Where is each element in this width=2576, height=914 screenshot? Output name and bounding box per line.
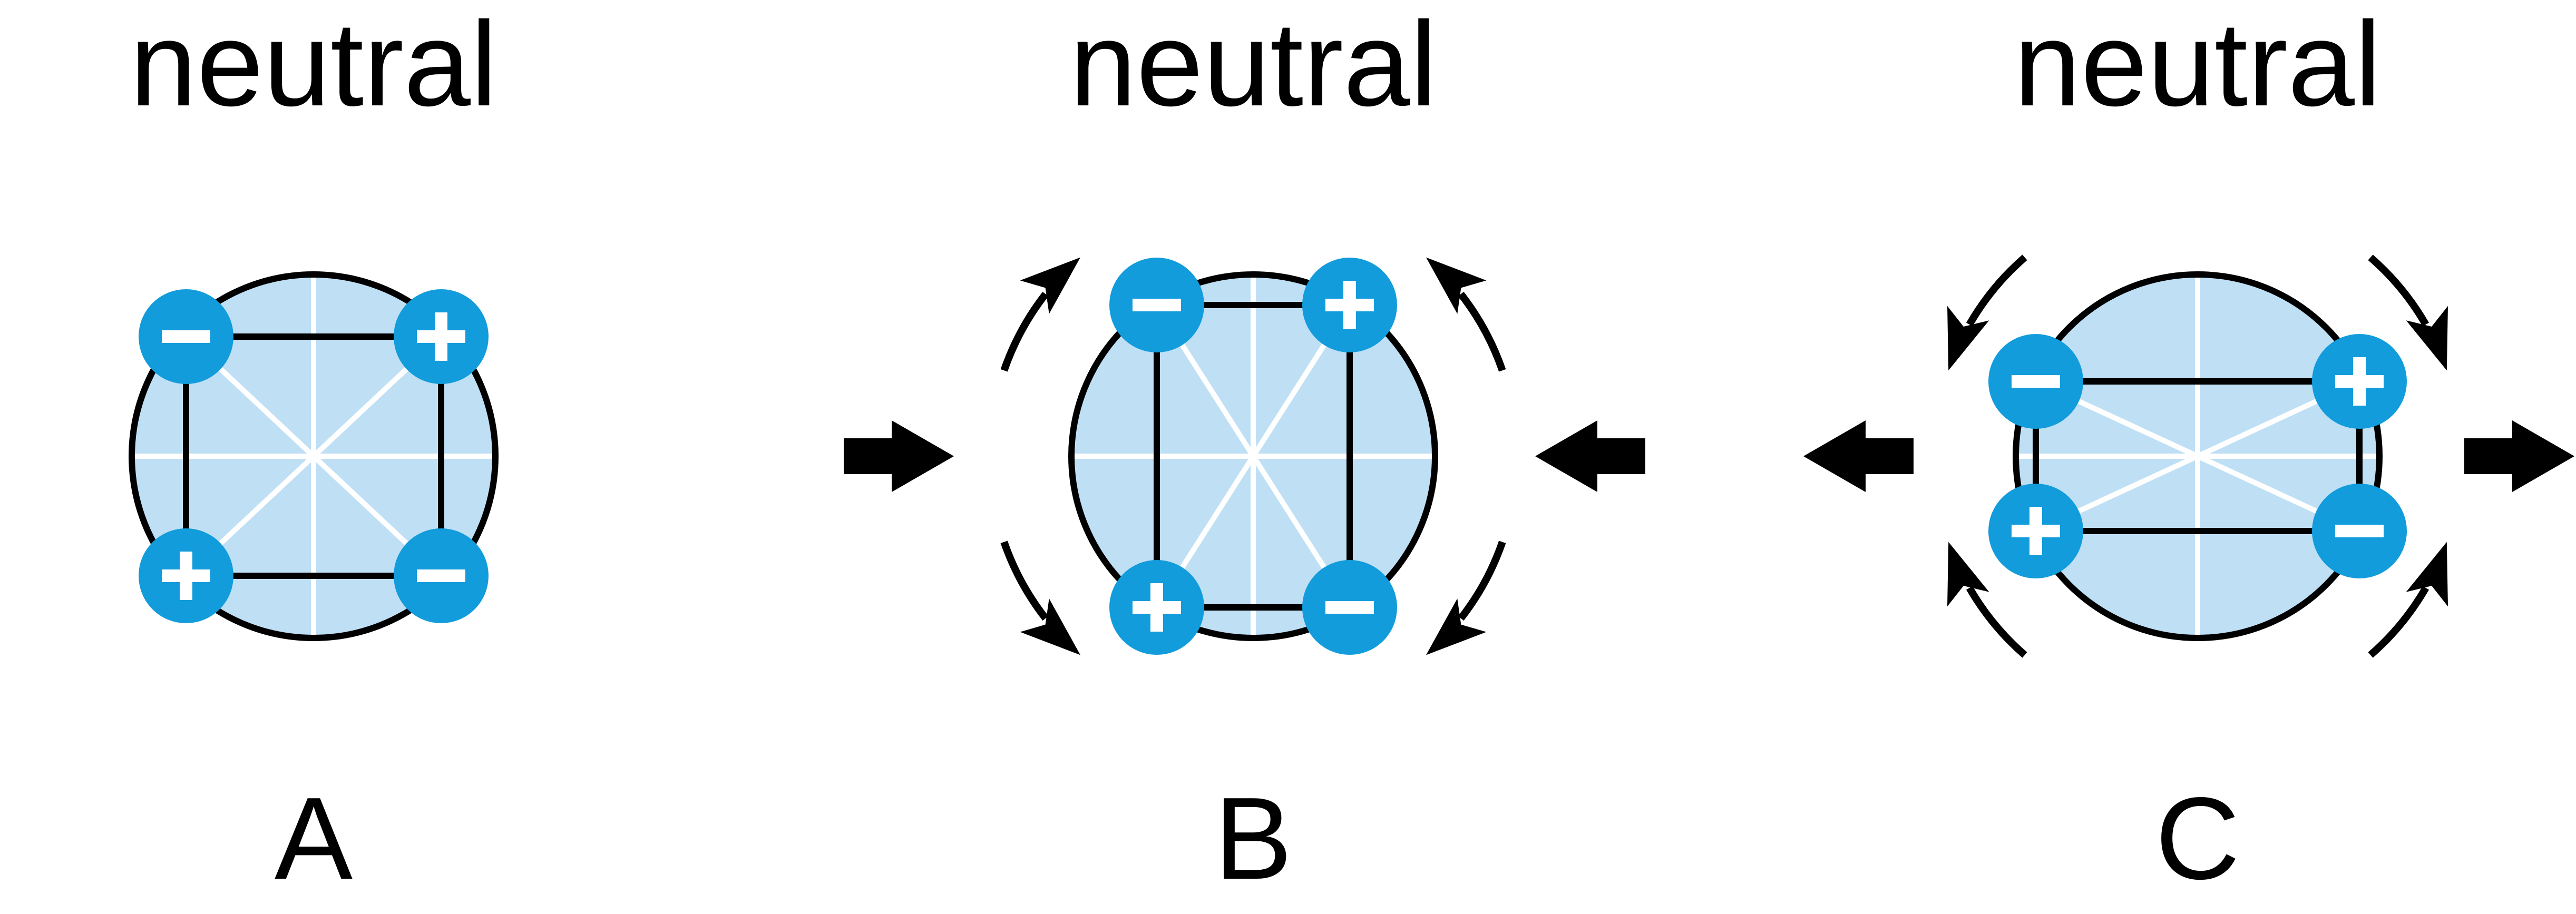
spoke-lines [1071, 274, 1435, 638]
charged-sphere-c [1988, 271, 2407, 641]
rotation-arrowhead [1426, 257, 1487, 314]
block-arrow-right-icon [2464, 420, 2574, 492]
rotation-arrowhead [1426, 598, 1487, 655]
plus-sign-icon [2029, 507, 2042, 555]
panel-c: neutral C [1803, 0, 2574, 904]
minus-sign-icon [1133, 299, 1181, 311]
rotation-arc [2368, 586, 2429, 658]
charge-bottom-left [1988, 484, 2083, 578]
rotation-arrow-top-left-icon [1000, 257, 1080, 372]
charge-top-left [1988, 334, 2083, 429]
panel-letter-c: C [2155, 773, 2240, 904]
spoke-diagonal [184, 335, 443, 578]
rotation-arc [1458, 291, 1506, 372]
charge-bottom-right [1302, 560, 1397, 655]
rotation-arrowhead [2406, 306, 2448, 371]
minus-sign-icon [2335, 525, 2384, 537]
charge-bond-frame [183, 333, 444, 579]
spoke-diagonal [1154, 303, 1352, 609]
plus-sign-icon [1150, 583, 1163, 632]
rotation-arc [1966, 254, 2027, 327]
rotation-arrowhead [1020, 257, 1080, 314]
minus-sign-icon [417, 569, 465, 582]
charge-bottom-left [139, 528, 233, 623]
rotation-arrow-bottom-right-icon [1426, 540, 1506, 655]
neutral-label-c: neutral [2014, 0, 2381, 131]
rotation-arrow-bottom-right-icon [2368, 542, 2448, 658]
rotation-arrowhead [2406, 542, 2448, 607]
minus-sign-icon [1325, 601, 1374, 614]
charge-top-right [1302, 258, 1397, 352]
rotation-arrowhead [1947, 306, 1989, 371]
rotation-arrow-top-left-icon [1947, 254, 2027, 371]
rotation-arc [2368, 254, 2429, 327]
block-arrow-right-icon [844, 420, 954, 492]
rotation-arrow-top-right-icon [2368, 254, 2448, 371]
minus-sign-icon [162, 330, 210, 343]
minus-sign-icon [2012, 375, 2060, 388]
spoke-diagonal [2034, 379, 2361, 534]
rotation-arc [1966, 586, 2027, 658]
rotation-arc [1458, 540, 1506, 621]
spoke-lines [2016, 274, 2379, 638]
charge-top-right [394, 289, 489, 384]
charge-top-right [2312, 334, 2407, 429]
body-outline-circle [2013, 271, 2383, 641]
block-arrow-left-icon [1535, 420, 1645, 492]
rotation-arc [1000, 291, 1049, 372]
charge-bottom-right [394, 528, 489, 623]
panel-letter-a: A [275, 773, 353, 904]
panel-a: neutral A [129, 0, 499, 904]
plus-sign-icon [180, 552, 192, 600]
neutral-label-b: neutral [1069, 0, 1437, 131]
charge-bottom-left [1109, 560, 1204, 655]
rotation-arrow-top-right-icon [1426, 257, 1506, 372]
charge-bond-frame [1154, 302, 1353, 611]
neutral-label-a: neutral [130, 0, 497, 131]
rotation-arrowhead [1947, 542, 1989, 607]
plus-sign-icon [2353, 357, 2366, 406]
charge-bottom-right [2312, 484, 2407, 578]
rotation-arc [1000, 540, 1049, 621]
spoke-lines [132, 274, 495, 638]
block-arrow-left-icon [1803, 420, 1914, 492]
rotation-arrow-bottom-left-icon [1947, 542, 2027, 658]
body-outline-circle [1068, 271, 1438, 641]
charge-top-left [1109, 258, 1204, 352]
charged-sphere-a [129, 271, 499, 641]
body-outline-circle [129, 271, 499, 641]
plus-sign-icon [1343, 281, 1356, 329]
panel-letter-b: B [1214, 773, 1292, 904]
rotation-arrowhead [1020, 598, 1080, 655]
charge-bond-frame [2033, 378, 2363, 534]
arrows-b [844, 257, 1645, 655]
charged-sphere-b [1068, 258, 1438, 655]
rotation-arrow-bottom-left-icon [1000, 540, 1080, 655]
plus-sign-icon [435, 312, 447, 361]
panel-b: neutral B [844, 0, 1645, 904]
arrows-c [1803, 254, 2574, 658]
charge-top-left [139, 289, 233, 384]
